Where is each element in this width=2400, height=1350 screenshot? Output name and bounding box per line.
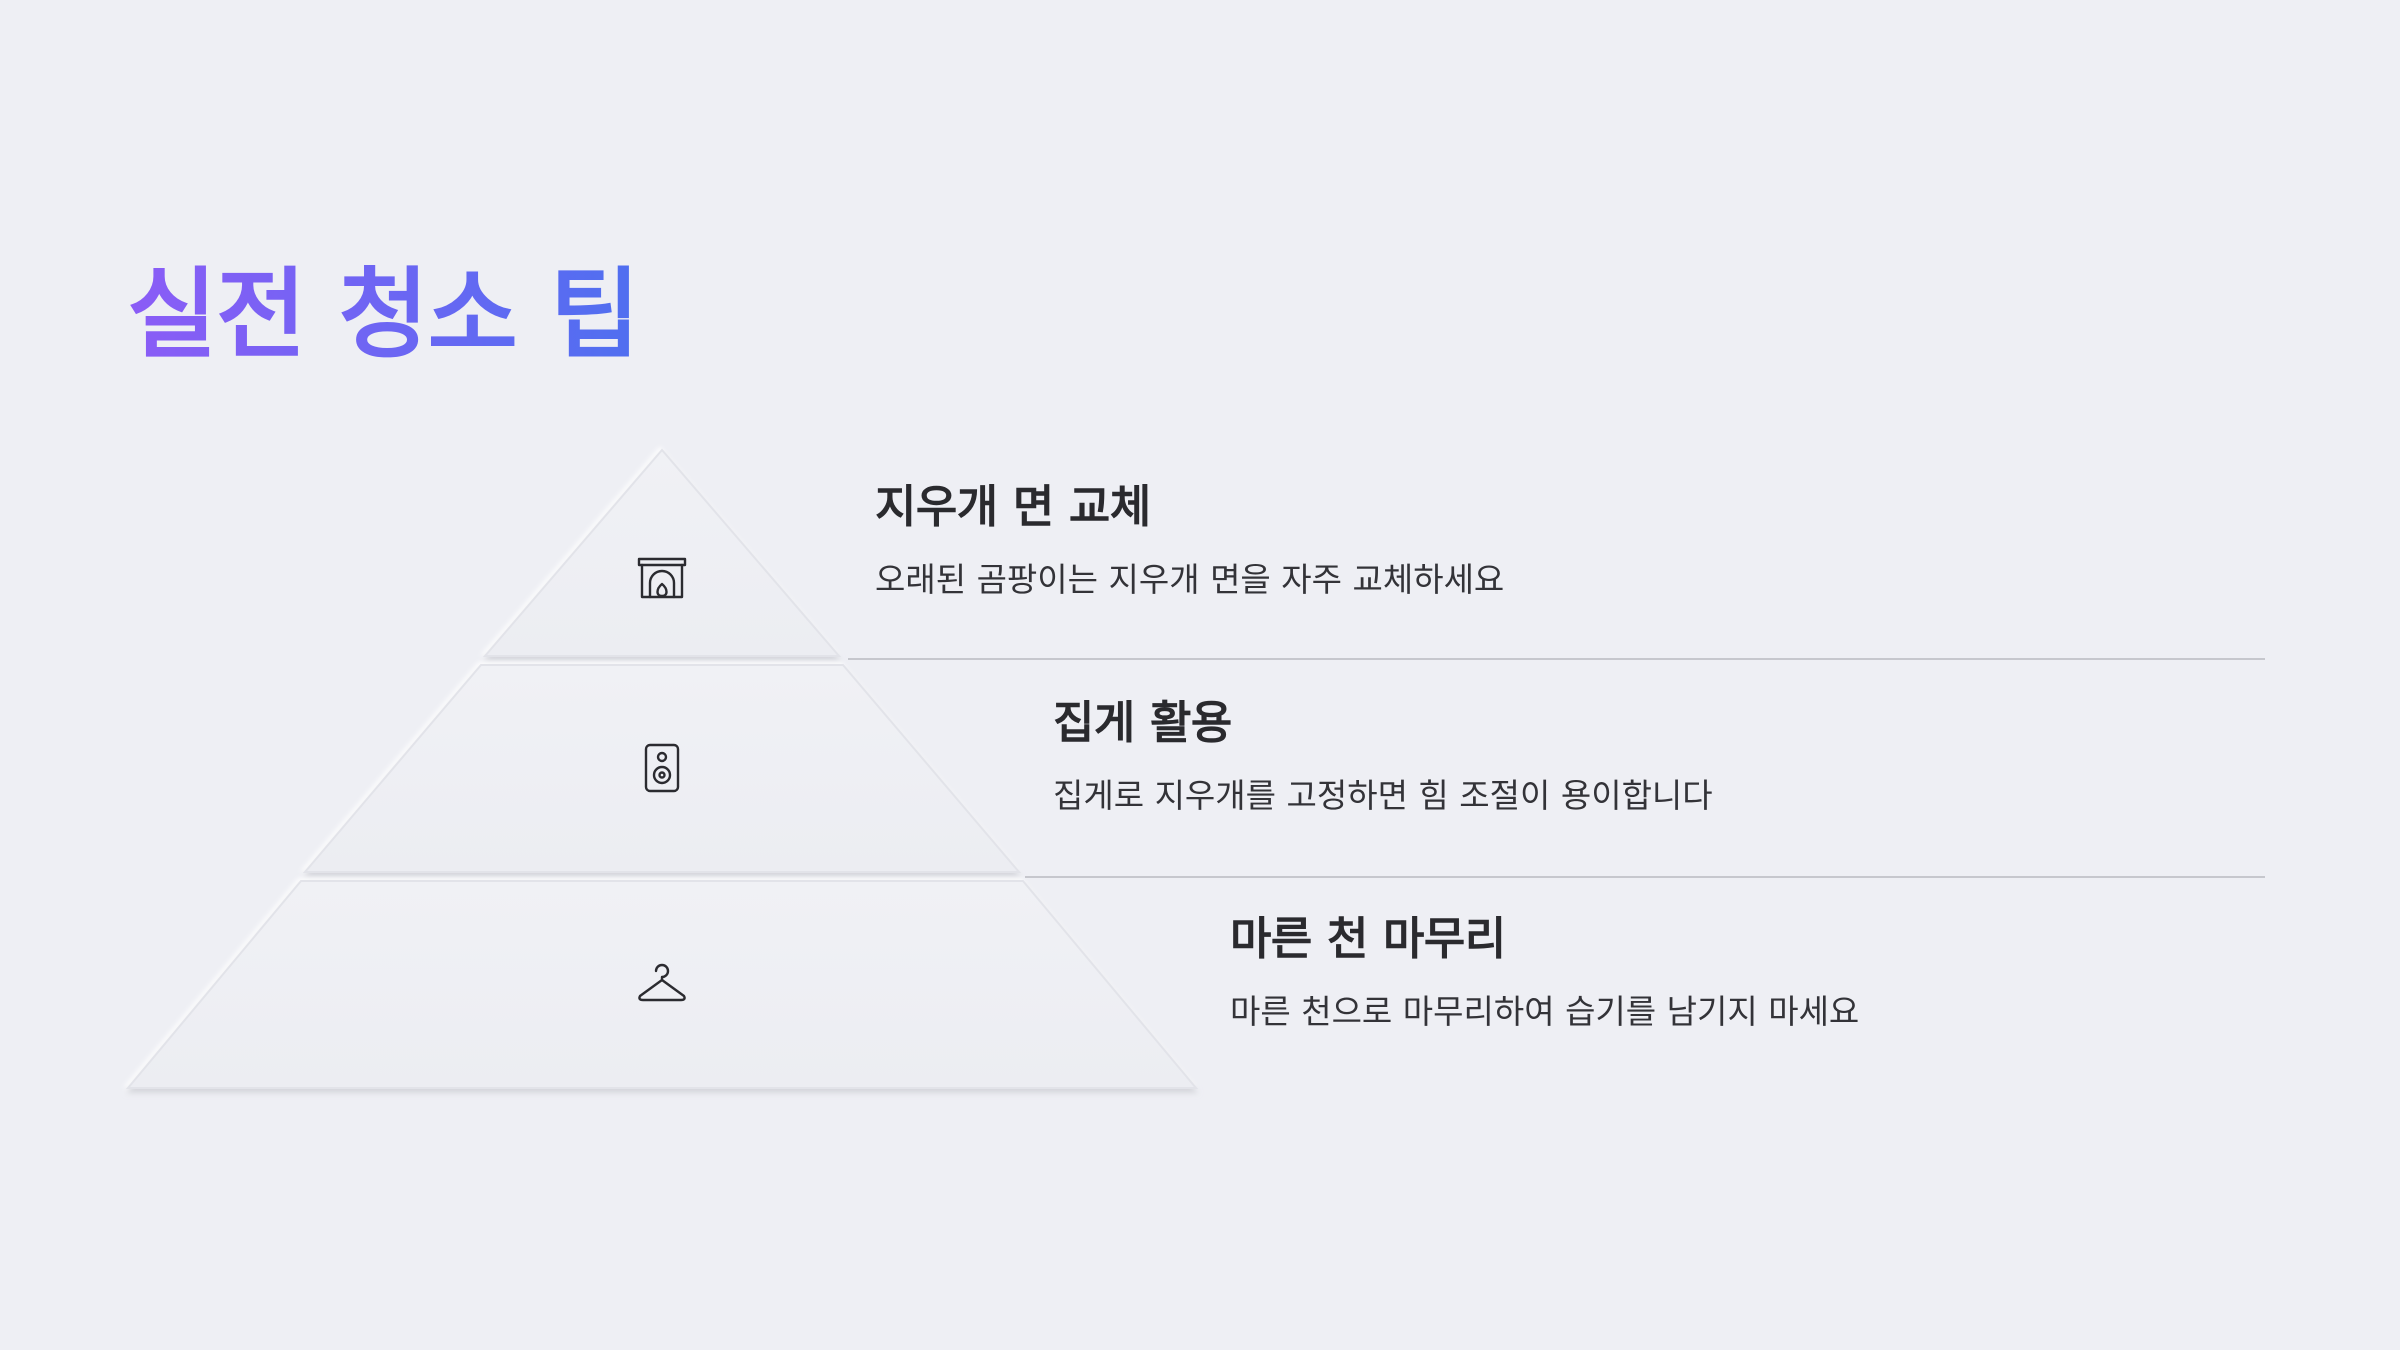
tier-item-1: 지우개 면 교체 오래된 곰팡이는 지우개 면을 자주 교체하세요 (875, 480, 1504, 600)
tier-title: 지우개 면 교체 (875, 480, 1151, 533)
tier-description: 오래된 곰팡이는 지우개 면을 자주 교체하세요 (875, 560, 1505, 599)
tier-item-2: 집게 활용 집게로 지우개를 고정하면 힘 조절이 용이합니다 (1053, 696, 1713, 816)
tier-title: 마른 천 마무리 (1230, 912, 1506, 965)
speaker-icon (636, 742, 688, 794)
divider-2 (1025, 876, 2265, 878)
tier-title: 집게 활용 (1053, 696, 1232, 749)
divider-1 (848, 658, 2265, 660)
pyramid-tier-bottom (125, 880, 1199, 1089)
hanger-icon (636, 958, 688, 1010)
tier-item-3: 마른 천 마무리 마른 천으로 마무리하여 습기를 남기지 마세요 (1230, 912, 1859, 1032)
slide-title: 실전 청소 팁 (127, 258, 640, 372)
tier-description: 집게로 지우개를 고정하면 힘 조절이 용이합니다 (1053, 776, 1713, 815)
pyramid-tier-middle (302, 664, 1022, 873)
fireplace-icon (636, 552, 688, 604)
tier-description: 마른 천으로 마무리하여 습기를 남기지 마세요 (1230, 992, 1860, 1031)
pyramid-tier-top (482, 448, 842, 657)
